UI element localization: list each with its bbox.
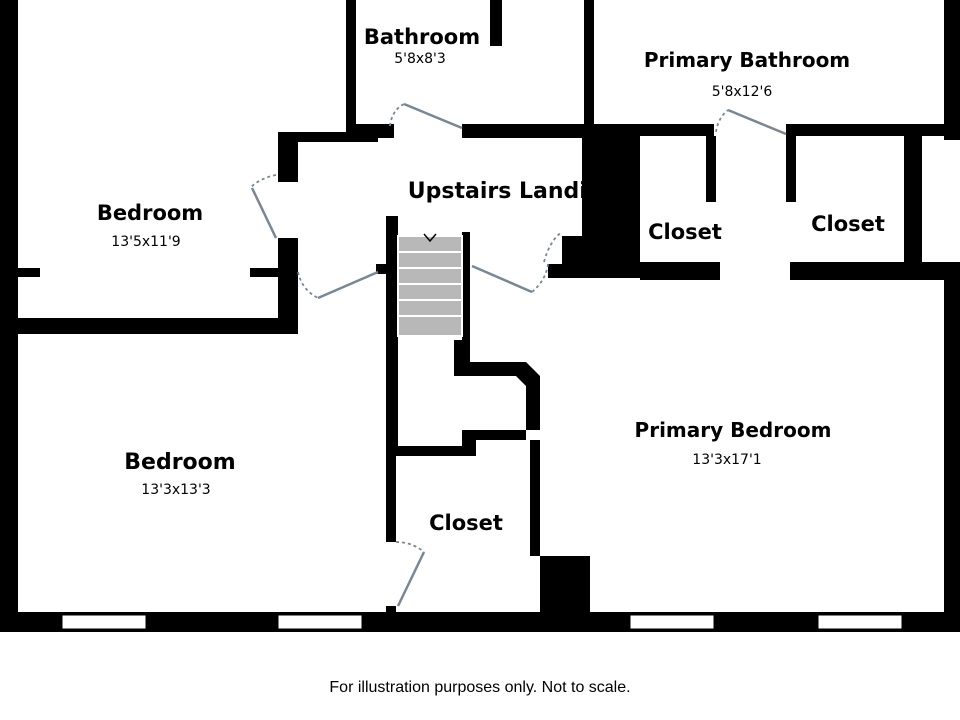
wall-bathroom-east (584, 0, 594, 126)
window-3 (629, 614, 715, 630)
windows (61, 614, 903, 630)
room-name-primary-bathroom: Primary Bathroom (644, 48, 850, 72)
wall-closet-c-lower (540, 556, 590, 612)
wall-closets-south-right (790, 262, 960, 280)
doors (249, 102, 787, 607)
wall-stair-cap (376, 264, 388, 274)
room-dims-primary-bedroom: 13'3x17'1 (692, 452, 761, 468)
door-bathroom (403, 102, 463, 130)
wall-bedroom-divider (18, 318, 298, 334)
room-name-primary-bedroom: Primary Bedroom (635, 418, 832, 442)
stair-tread (397, 299, 463, 317)
wall-closets-south-left (640, 262, 720, 280)
door-landing-lower (317, 270, 379, 300)
door-swing (395, 541, 425, 553)
disclaimer-note: For illustration purposes only. Not to s… (329, 679, 631, 696)
walls (0, 0, 960, 632)
wall-bedroom-upper-east (278, 238, 298, 334)
door-swing (531, 263, 549, 293)
wall-stair-east (454, 232, 540, 430)
wall-bathroom-stub (490, 0, 502, 46)
stair-tread (397, 267, 463, 285)
window-1 (61, 614, 147, 630)
wall-bedroom-upper-stub-right (250, 268, 280, 277)
room-name-closet-c: Closet (429, 511, 503, 535)
room-name-closet-b: Closet (811, 212, 885, 236)
window-4 (817, 614, 903, 630)
wall-exterior-bottom (0, 612, 960, 632)
wall-primary-bath-south-left (594, 124, 714, 136)
stairs (397, 233, 463, 337)
wall-landing-west (278, 136, 298, 182)
wall-bathroom-south-right (462, 124, 594, 138)
room-name-closet-a: Closet (648, 220, 722, 244)
room-name-landing: Upstairs Landing (408, 179, 618, 204)
wall-bathroom-west (346, 0, 356, 132)
stair-tread (397, 235, 463, 253)
wall-exterior-right-upper (944, 0, 960, 140)
door-primary-bedroom (471, 264, 533, 294)
door-swing (543, 231, 563, 263)
wall-chase (548, 136, 640, 278)
room-dims-bedroom-lower: 13'3x13'3 (141, 482, 210, 498)
wall-primary-bath-south-right (786, 124, 960, 136)
stair-tread (397, 251, 463, 269)
wall-exterior-left (0, 0, 18, 632)
wall-closet-b-east (904, 136, 922, 276)
door-swing (715, 109, 729, 133)
door-closet-lower (396, 551, 426, 607)
wall-stair-west-lower (386, 456, 396, 542)
wall-closet-b-west (786, 136, 796, 202)
door-bedroom-upper (250, 187, 278, 239)
wall-stair-west (386, 216, 398, 456)
room-labels: Bathroom 5'8x8'3 Primary Bathroom 5'8x12… (97, 25, 885, 535)
door-swing (249, 174, 277, 189)
wall-closet-a-east (706, 136, 716, 202)
door-swing (297, 271, 319, 299)
door-swing (389, 103, 405, 127)
room-name-bedroom-lower: Bedroom (124, 450, 235, 475)
room-dims-bathroom: 5'8x8'3 (394, 51, 446, 67)
wall-landing-north-left (278, 132, 378, 142)
door-primary-bathroom (727, 108, 787, 136)
wall-closet-c-north (396, 430, 540, 556)
room-dims-primary-bathroom: 5'8x12'6 (712, 84, 773, 100)
wall-bedroom-upper-stub-left (18, 268, 40, 277)
room-dims-bedroom-upper: 13'5x11'9 (111, 234, 180, 250)
room-name-bedroom-upper: Bedroom (97, 201, 203, 225)
stair-tread (397, 283, 463, 301)
wall-exterior-right-lower (944, 272, 960, 632)
room-name-bathroom: Bathroom (364, 25, 480, 49)
stair-arrow-icon (423, 233, 437, 243)
stair-tread (397, 315, 463, 337)
wall-stair-west-base (386, 606, 396, 618)
window-2 (277, 614, 363, 630)
